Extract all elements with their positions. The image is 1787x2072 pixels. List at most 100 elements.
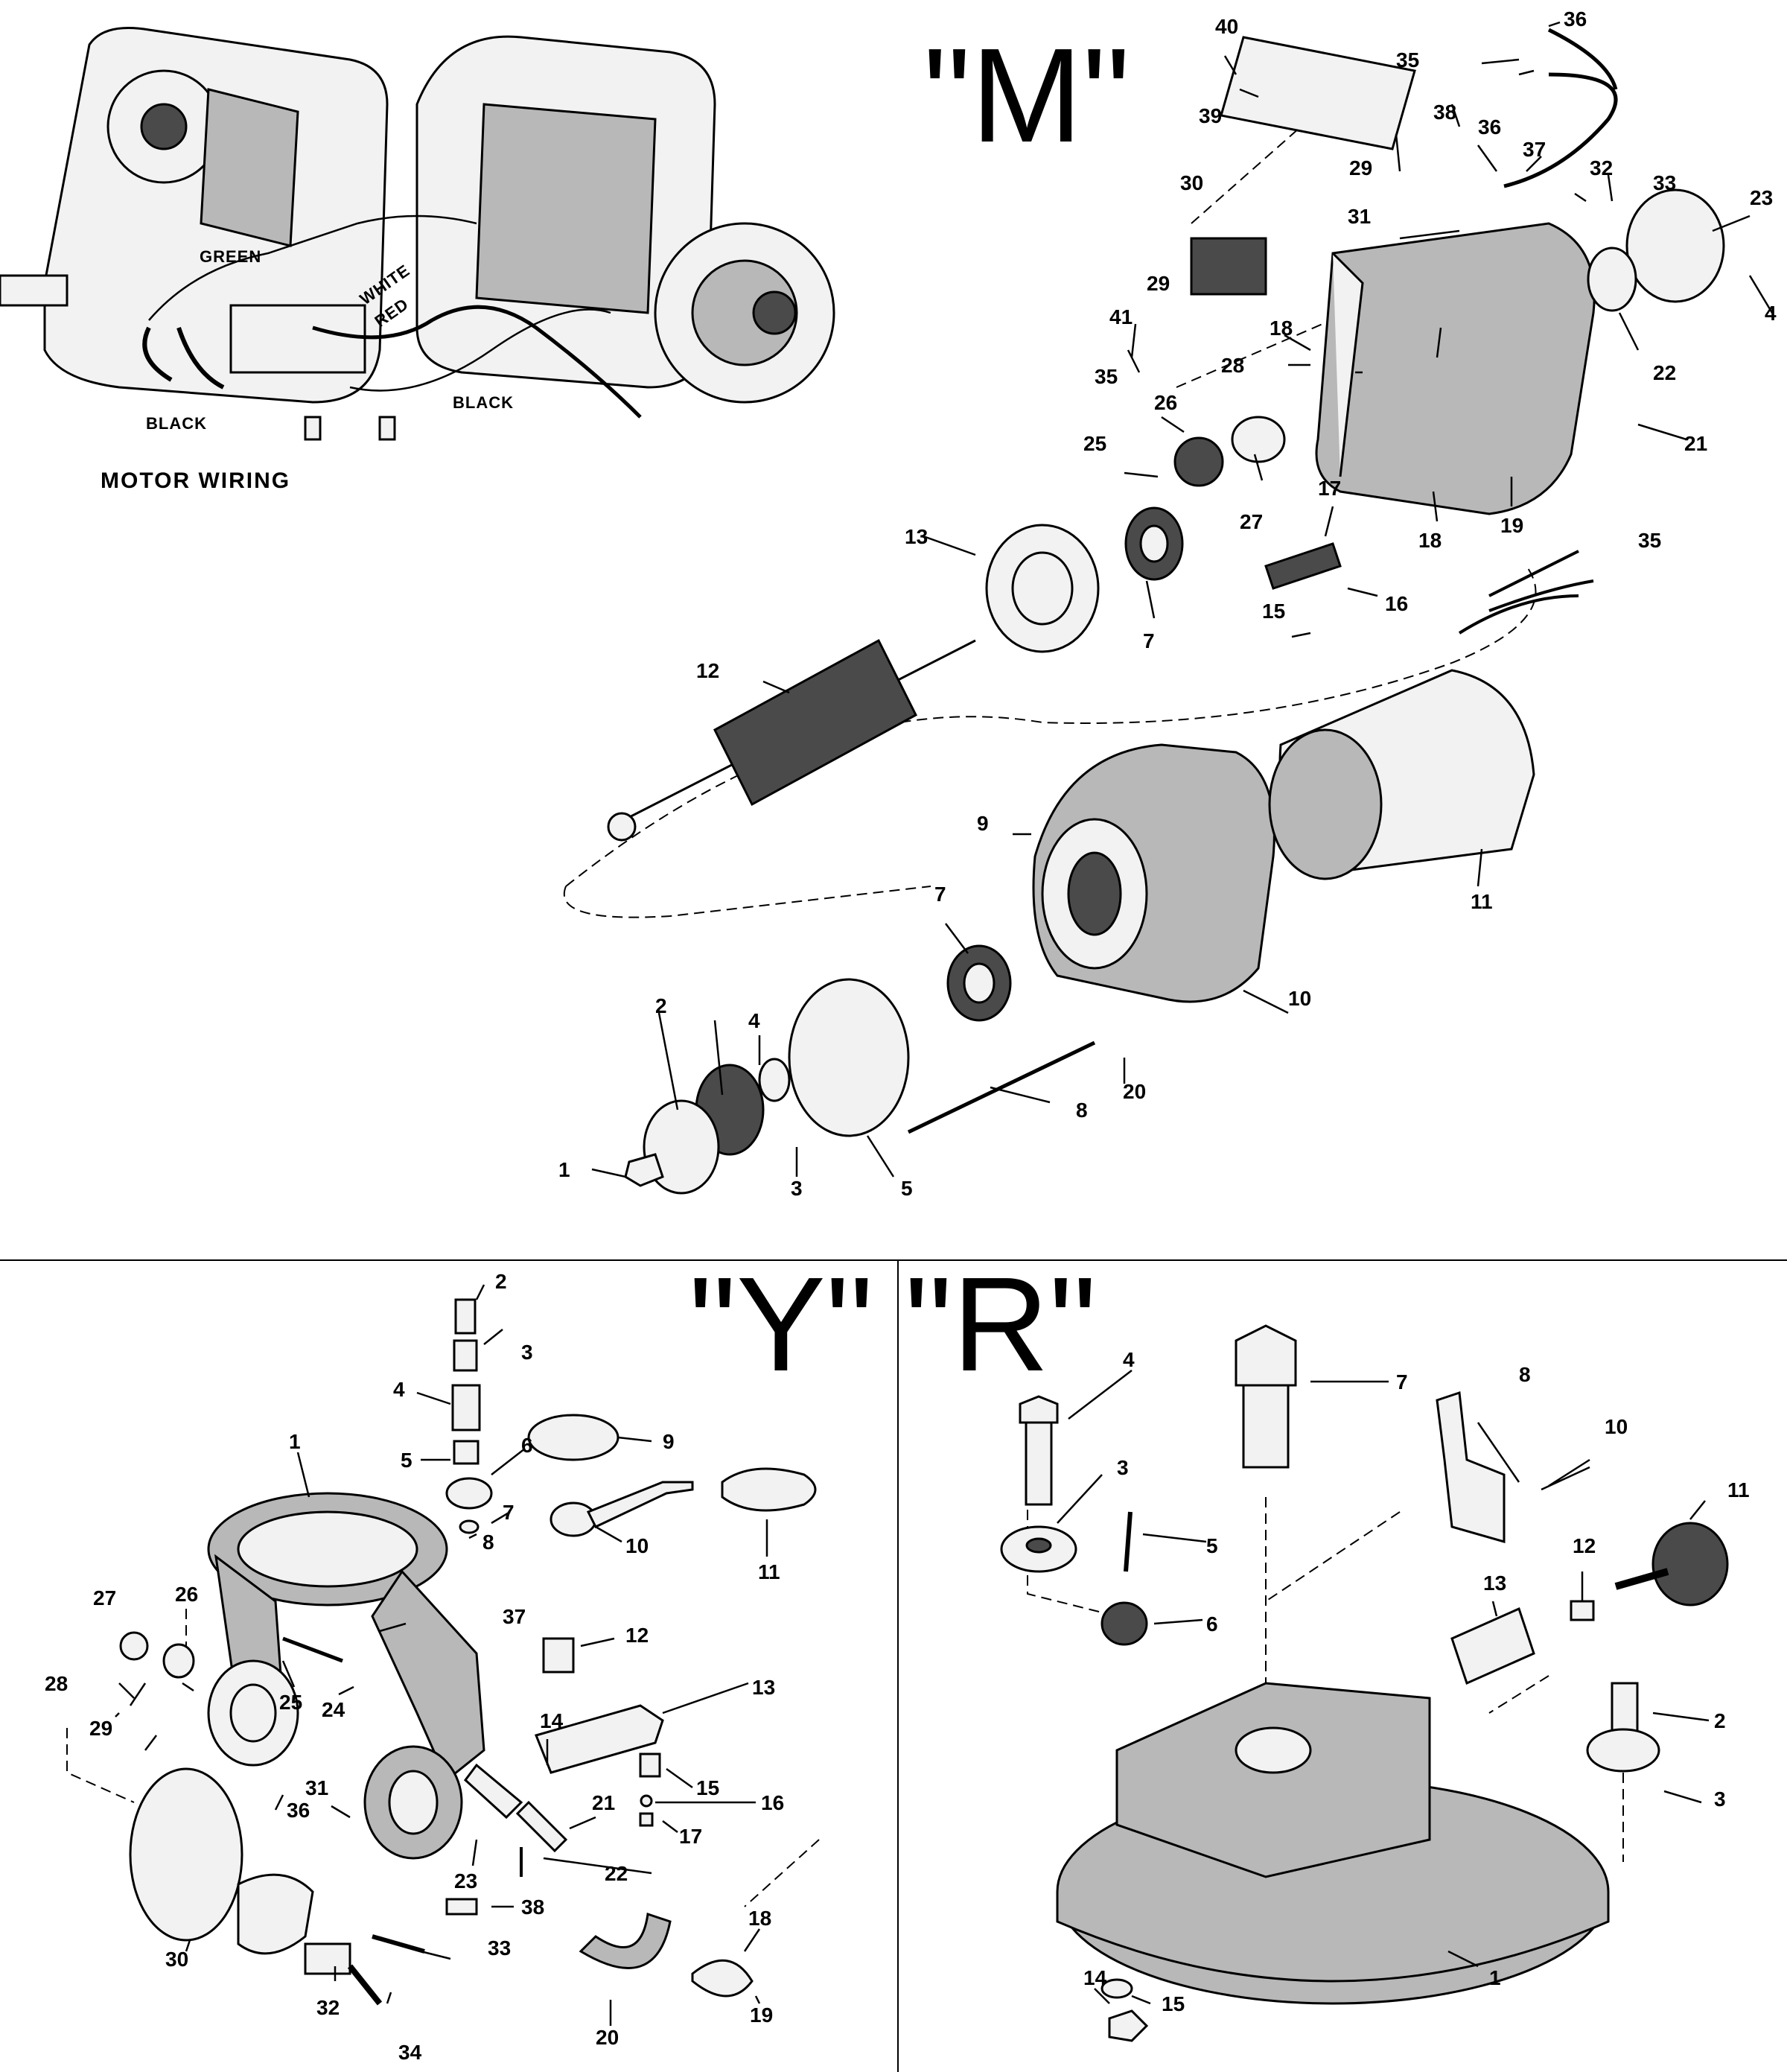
- m-callout-32: 32: [1590, 156, 1613, 179]
- motor-parts: [563, 28, 1725, 1195]
- m-callout-17: 17: [1318, 477, 1341, 500]
- y-callout-7: 7: [503, 1501, 515, 1524]
- m-callout-16: 16: [1385, 592, 1408, 615]
- m-callout-11: 11: [1471, 890, 1493, 913]
- y-callout-5: 5: [401, 1449, 412, 1472]
- r-callout-10: 10: [1605, 1415, 1628, 1438]
- y-callout-23: 23: [454, 1869, 477, 1893]
- y-callout-14: 14: [540, 1709, 564, 1732]
- m-callout-26: 26: [1154, 391, 1177, 414]
- r-callout-12: 12: [1573, 1534, 1596, 1557]
- y-callout-32: 32: [316, 1996, 340, 2019]
- r-callout-8: 8: [1519, 1363, 1531, 1386]
- m-callout-36-top: 36: [1564, 7, 1587, 31]
- yoke-callouts: 1 2 3 4 5 6 7 8 9 10 11 12 13 14 15 16 1…: [45, 1270, 784, 2064]
- m-callout-3: 3: [791, 1177, 803, 1200]
- motor-wiring-illustration: GREEN WHITE RED BLACK BLACK MOTOR WIRING: [0, 27, 835, 493]
- section-letter-m: "M": [923, 21, 1130, 171]
- m-callout-12: 12: [696, 659, 719, 682]
- motor-leader-lines: [591, 21, 1774, 1178]
- m-callout-35-left: 35: [1095, 365, 1118, 388]
- y-callout-26: 26: [175, 1583, 198, 1606]
- y-callout-38: 38: [521, 1895, 544, 1919]
- m-callout-18b: 18: [1418, 529, 1442, 552]
- r-callout-1: 1: [1489, 1966, 1501, 1989]
- m-callout-9: 9: [977, 812, 989, 835]
- m-callout-19: 19: [1500, 514, 1523, 537]
- r-callout-2: 2: [1714, 1709, 1726, 1732]
- m-callout-28: 28: [1221, 354, 1244, 377]
- r-callout-14: 14: [1083, 1966, 1107, 1989]
- y-callout-4: 4: [393, 1378, 405, 1401]
- m-callout-37: 37: [1523, 138, 1546, 161]
- y-callout-36: 36: [287, 1799, 310, 1822]
- y-callout-24: 24: [322, 1698, 345, 1721]
- m-callout-7: 7: [934, 883, 946, 906]
- m-callout-1: 1: [558, 1158, 570, 1181]
- m-callout-41: 41: [1109, 305, 1133, 328]
- m-callout-27: 27: [1240, 510, 1263, 533]
- y-callout-10: 10: [625, 1534, 649, 1557]
- m-callout-8: 8: [1076, 1099, 1088, 1122]
- r-callout-11: 11: [1727, 1478, 1750, 1501]
- m-callout-29: 29: [1147, 272, 1170, 295]
- m-callout-21: 21: [1684, 432, 1707, 455]
- y-callout-34: 34: [398, 2041, 422, 2064]
- m-callout-36: 36: [1478, 115, 1501, 139]
- rotation-base-callouts: 1 2 3 3 4 5 6 7 8 10 11 12 13 14 15: [1083, 1348, 1750, 2015]
- m-callout-30: 30: [1180, 171, 1203, 194]
- r-callout-3b: 3: [1117, 1456, 1129, 1479]
- m-callout-15: 15: [1262, 600, 1285, 623]
- y-callout-8: 8: [482, 1531, 494, 1554]
- section-letter-r: "R": [905, 1250, 1097, 1399]
- m-callout-39: 39: [1199, 104, 1222, 127]
- r-callout-4: 4: [1123, 1348, 1135, 1371]
- y-callout-17: 17: [679, 1825, 702, 1848]
- wire-label-black-left: BLACK: [146, 414, 207, 433]
- r-callout-15: 15: [1162, 1992, 1185, 2015]
- y-callout-9: 9: [663, 1430, 675, 1453]
- m-callout-40: 40: [1215, 15, 1238, 38]
- yoke-leader-lines: [115, 1284, 768, 2026]
- y-callout-13: 13: [752, 1676, 775, 1699]
- m-callout-10: 10: [1288, 987, 1311, 1010]
- y-callout-1: 1: [289, 1430, 301, 1453]
- m-callout-13: 13: [905, 525, 928, 548]
- m-callout-20: 20: [1123, 1080, 1146, 1103]
- motor-wiring-caption: MOTOR WIRING: [101, 468, 290, 493]
- yoke-parts: [66, 1298, 820, 2006]
- y-callout-18: 18: [748, 1907, 771, 1930]
- r-callout-6: 6: [1206, 1612, 1218, 1636]
- wire-label-green: GREEN: [200, 247, 261, 266]
- m-callout-4: 4: [748, 1009, 760, 1032]
- m-callout-5: 5: [901, 1177, 913, 1200]
- y-callout-37: 37: [503, 1605, 526, 1628]
- m-callout-4b: 4: [1765, 302, 1777, 325]
- m-callout-33: 33: [1653, 171, 1676, 194]
- m-callout-31: 31: [1348, 205, 1371, 228]
- rotation-base-parts: [1000, 1324, 1729, 2042]
- m-callout-7b: 7: [1143, 629, 1155, 652]
- y-callout-6: 6: [521, 1434, 533, 1457]
- y-callout-3: 3: [521, 1341, 533, 1364]
- y-callout-30: 30: [165, 1948, 188, 1971]
- m-callout-18: 18: [1270, 317, 1293, 340]
- y-callout-31: 31: [305, 1776, 328, 1799]
- y-callout-11: 11: [758, 1560, 780, 1583]
- wire-label-black-right: BLACK: [453, 393, 514, 412]
- motor-callouts: 1 2 3 4 4 5 7 7 8 9 10 11 12 13 15 16 17…: [558, 7, 1777, 1200]
- r-callout-3: 3: [1714, 1787, 1726, 1811]
- y-callout-27: 27: [93, 1586, 116, 1609]
- m-callout-2: 2: [655, 994, 667, 1017]
- r-callout-7: 7: [1396, 1370, 1408, 1393]
- m-callout-29b: 29: [1349, 156, 1372, 179]
- r-callout-5: 5: [1206, 1534, 1218, 1557]
- y-callout-21: 21: [592, 1791, 615, 1814]
- m-callout-35-right: 35: [1638, 529, 1661, 552]
- y-callout-19: 19: [750, 2003, 773, 2027]
- y-callout-16: 16: [761, 1791, 784, 1814]
- y-callout-12: 12: [625, 1624, 649, 1647]
- y-callout-28: 28: [45, 1672, 68, 1695]
- y-callout-25: 25: [279, 1691, 302, 1714]
